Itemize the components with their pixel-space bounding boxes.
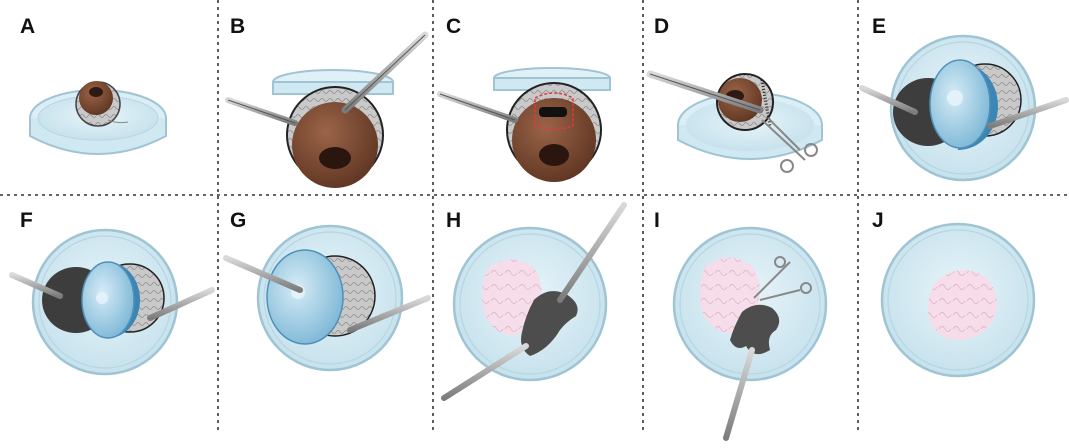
panel-g-illustration (226, 226, 428, 370)
panel-h-illustration (444, 205, 624, 398)
panel-label-c: C (446, 16, 461, 37)
panel-a-illustration (30, 81, 166, 154)
panel-label-h: H (446, 210, 461, 231)
panel-label-d: D (654, 16, 669, 37)
panel-j-illustration (882, 224, 1034, 376)
panel-c-illustration (440, 68, 610, 182)
panel-label-f: F (20, 210, 33, 231)
panel-b-illustration (228, 35, 425, 188)
panel-label-i: I (654, 210, 660, 231)
panel-d-illustration (650, 74, 822, 172)
panel-label-b: B (230, 16, 245, 37)
panel-label-j: J (872, 210, 884, 231)
panel-f-illustration (12, 230, 212, 374)
panel-label-e: E (872, 16, 886, 37)
panel-label-g: G (230, 210, 246, 231)
panel-label-a: A (20, 16, 35, 37)
panel-e-illustration (862, 36, 1066, 180)
panel-i-illustration (674, 228, 826, 438)
